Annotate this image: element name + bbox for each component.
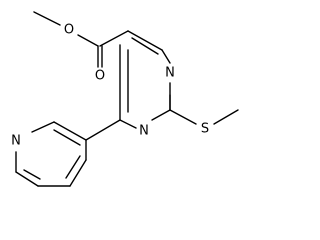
bond-c4-pyridine	[85, 119, 121, 141]
atom-nitrogen-pyrimidine-top: N	[165, 66, 175, 81]
bond-py-c3-c2	[53, 121, 87, 141]
atom-oxygen-carbonyl: O	[95, 69, 105, 84]
bond-py-c6-c5	[15, 171, 39, 187]
bond-c2-sulfur	[169, 109, 197, 125]
bond-oxygen-carbonyl-carbon	[77, 34, 99, 47]
bond-py-c4-c3	[69, 159, 87, 187]
bond-c5-c6-inner	[131, 37, 159, 55]
bond-py-c2-n1	[31, 121, 55, 133]
bond-py-c3-c2-inner	[53, 129, 81, 146]
bond-c6-n1	[161, 49, 171, 64]
bond-py-c6-c5-inner	[23, 169, 41, 180]
bond-c2-n3	[151, 109, 171, 121]
atom-sulfur: S	[201, 122, 209, 137]
bond-c5-c6	[127, 30, 163, 51]
atom-nitrogen-pyrimidine-bottom: N	[139, 124, 149, 139]
structure-canvas: O O N N S N	[11, 11, 239, 187]
molecule-structure: O O N N S N	[11, 11, 239, 187]
bond-methyl-oxygen	[33, 11, 61, 26]
bond-carbonyl-to-ring	[99, 30, 129, 47]
bond-n3-c4	[119, 119, 137, 129]
atom-oxygen-ether: O	[64, 23, 74, 38]
bond-sulfur-methyl	[213, 109, 239, 125]
bond-py-c4-c3-inner	[65, 155, 81, 179]
atom-nitrogen-pyridine: N	[11, 134, 21, 149]
